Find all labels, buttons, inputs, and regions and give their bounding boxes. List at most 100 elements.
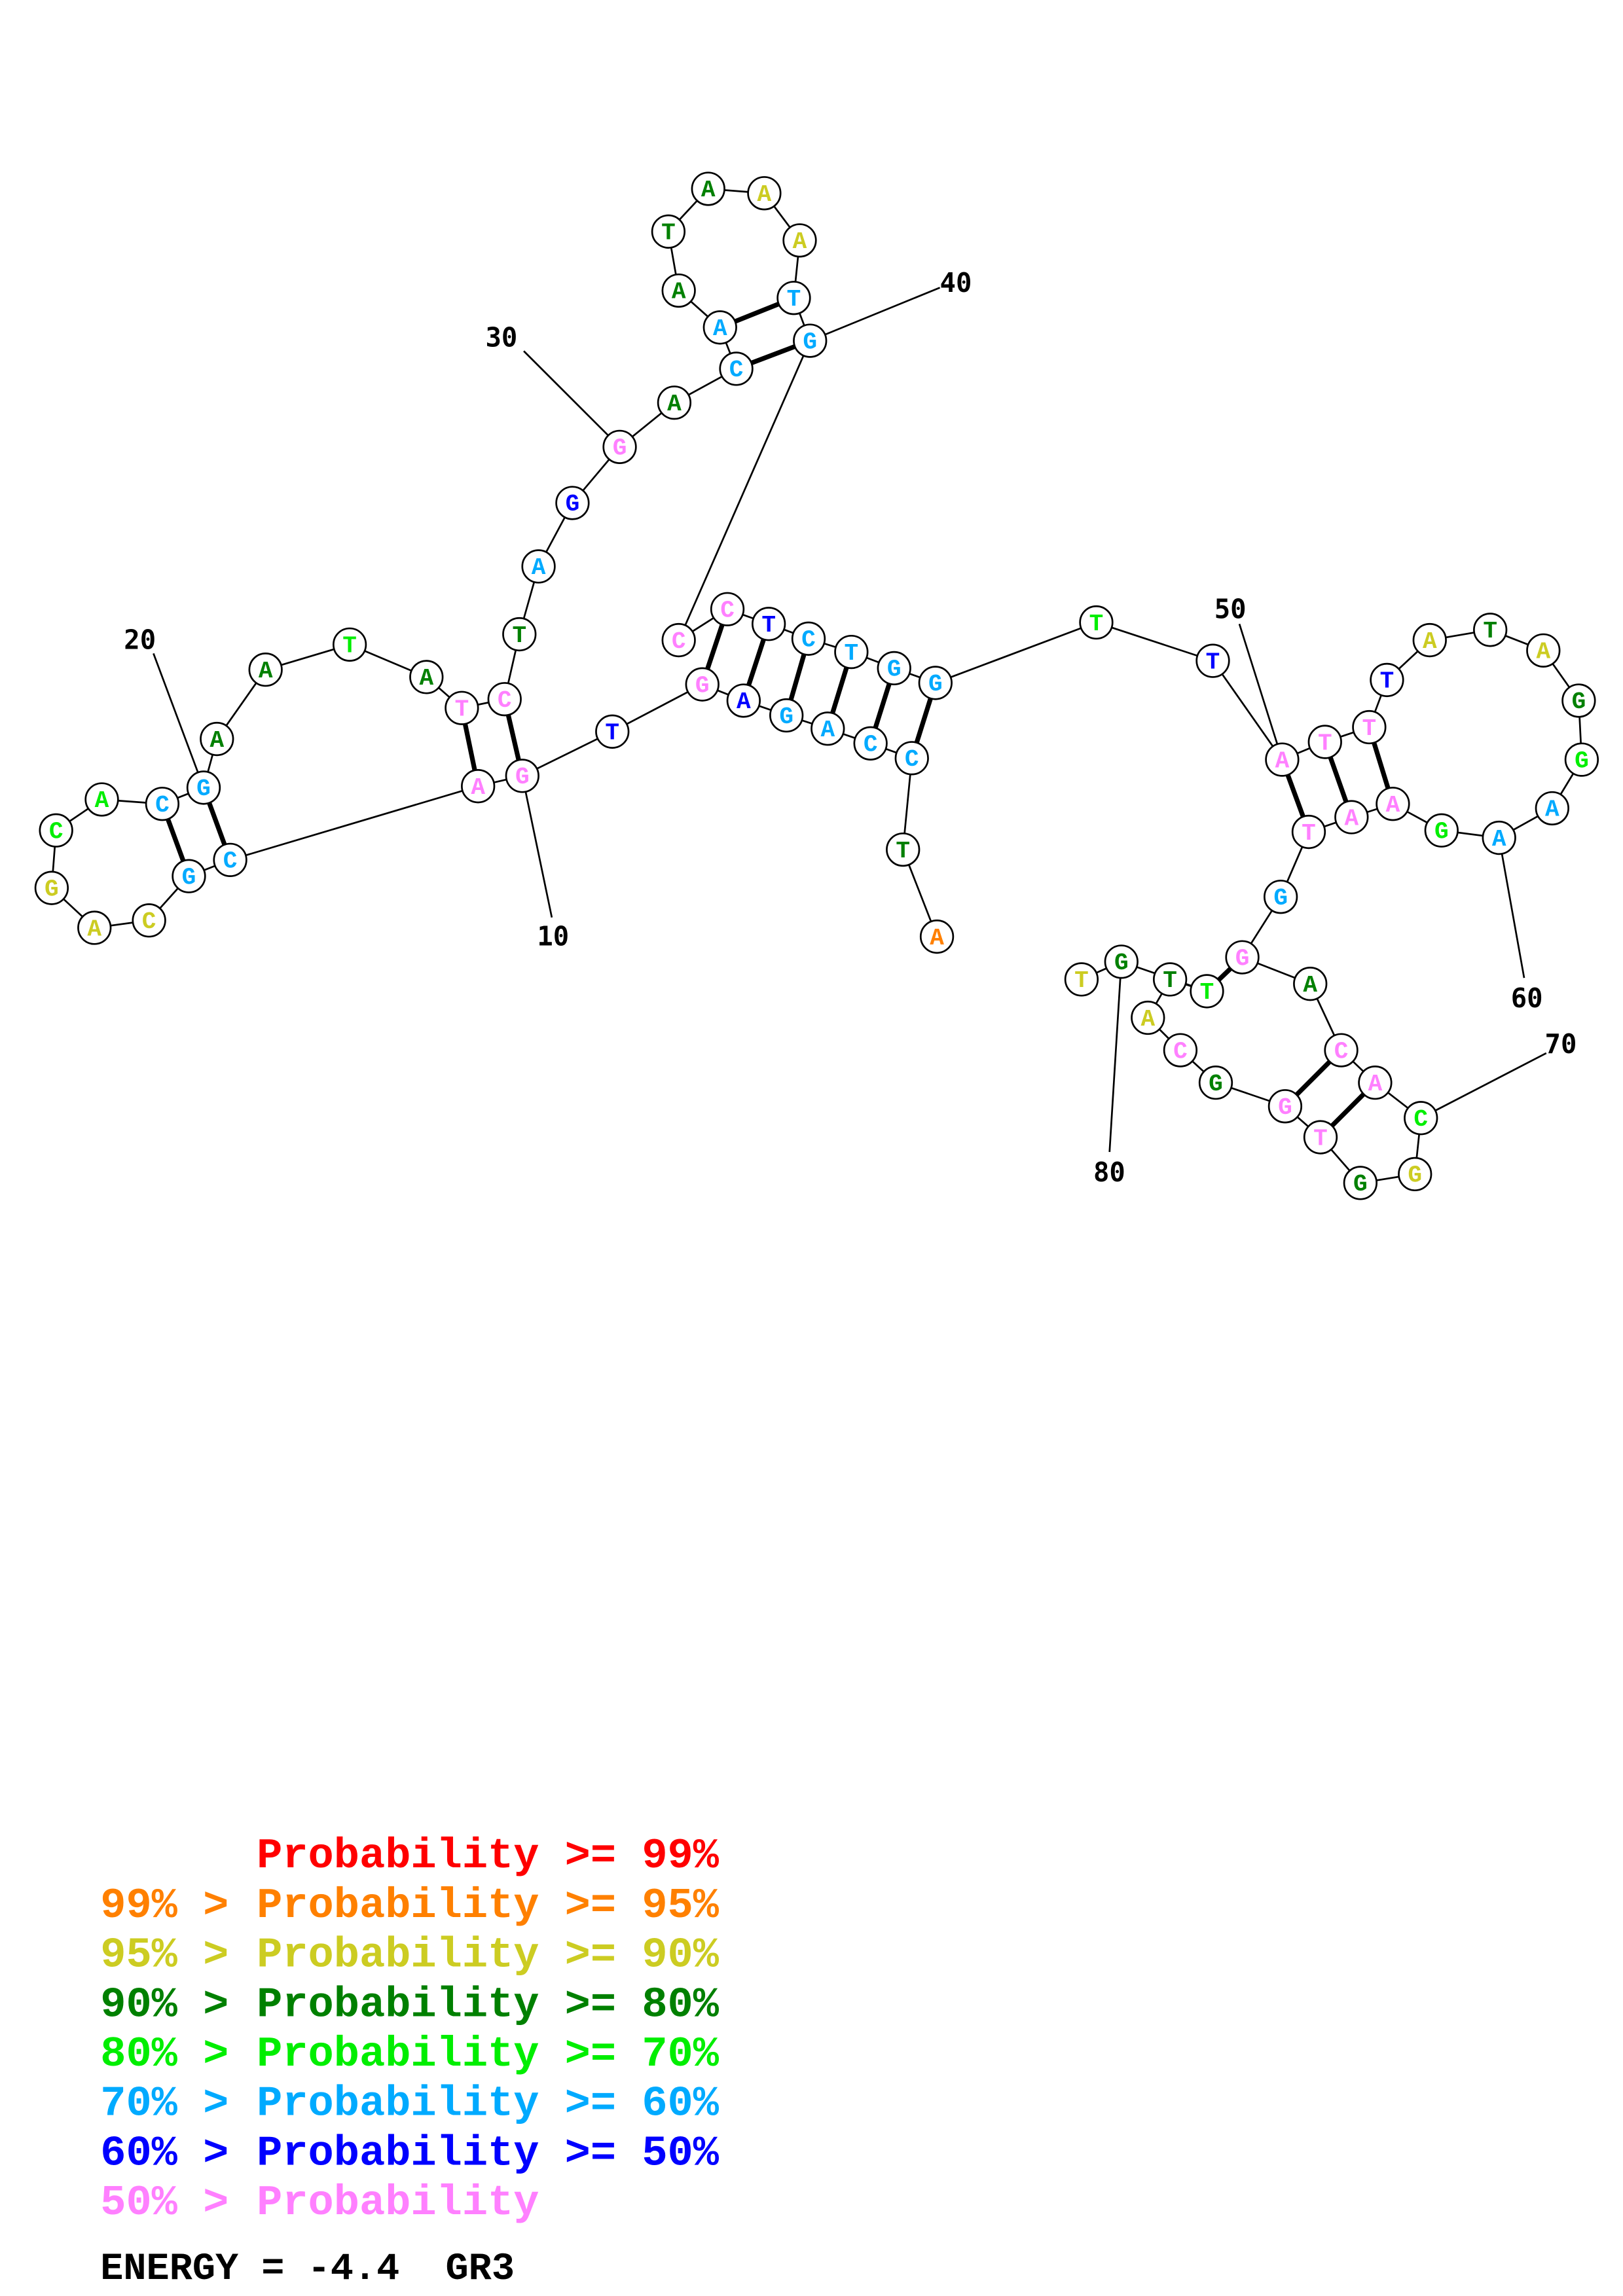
nucleotide-circle <box>602 429 637 464</box>
nucleotide-circle <box>409 660 444 694</box>
legend-label: Probability <box>257 2179 539 2227</box>
nucleotide-circle <box>811 711 845 746</box>
position-label: 20 <box>124 624 156 656</box>
nucleotide: A <box>1482 820 1516 855</box>
nucleotide: A <box>1535 791 1569 826</box>
nucleotide: G <box>1561 683 1596 718</box>
legend-label: Probability >= 95% <box>257 1882 720 1930</box>
nucleotide-circle <box>752 607 786 641</box>
nucleotide-circle <box>1293 967 1328 1001</box>
nucleotide-circle <box>919 919 955 954</box>
nucleotide: A <box>747 176 782 211</box>
nucleotide-base: A <box>1141 1006 1156 1033</box>
nucleotide-base: T <box>1089 611 1104 637</box>
position-label: 40 <box>940 267 972 298</box>
nucleotide: C <box>213 842 247 878</box>
nucleotide-base: T <box>455 696 469 723</box>
nucleotide: T <box>332 627 367 662</box>
nucleotide-base: C <box>672 628 686 655</box>
nucleotide: G <box>685 667 720 702</box>
nucleotide-circle <box>1370 662 1404 698</box>
nucleotide: A <box>84 782 119 817</box>
nucleotide-circle <box>1398 1157 1432 1192</box>
position-label: 80 <box>1093 1157 1125 1188</box>
nucleotide: C <box>39 813 73 848</box>
nucleotide-circle <box>1195 643 1230 678</box>
position-label-line <box>809 287 941 342</box>
nucleotide-base: T <box>1163 967 1177 994</box>
position-label-line <box>1108 961 1123 1153</box>
position-label-line <box>153 653 205 788</box>
nucleotide: G <box>1564 742 1599 777</box>
nucleotide: A <box>1293 967 1328 1001</box>
nucleotide-base: A <box>95 787 109 814</box>
nucleotide-circle <box>1265 742 1300 777</box>
nucleotide: A <box>409 660 444 694</box>
nucleotide-base: C <box>801 627 816 654</box>
nucleotide-circle <box>445 691 479 725</box>
nucleotide: C <box>791 621 826 656</box>
nucleotide: A <box>691 171 725 206</box>
nucleotide: A <box>1412 622 1447 658</box>
nucleotide-circle <box>1303 1120 1338 1155</box>
legend-label: Probability >= 70% <box>257 2030 720 2079</box>
nucleotide-circle <box>487 682 522 717</box>
nucleotide-circle <box>1561 683 1596 718</box>
nucleotide-base: A <box>793 228 807 255</box>
nucleotide: T <box>1307 725 1342 759</box>
probability-legend: Probability >= 99%99% > Probability >= 9… <box>100 1832 719 2227</box>
nucleotide-circle <box>747 176 782 211</box>
legend-label: Probability >= 90% <box>257 1931 720 1980</box>
nucleotide-base: T <box>1380 668 1395 695</box>
nucleotide-base: T <box>1074 967 1089 994</box>
legend-prefix: 60% > <box>100 2129 254 2178</box>
nucleotide-circle <box>782 223 817 258</box>
nucleotide-circle <box>1473 613 1508 647</box>
nucleotide: T <box>1370 662 1404 698</box>
nucleotide: A <box>461 769 496 804</box>
nucleotide: T <box>595 714 630 749</box>
nucleotide-base: T <box>1313 1125 1328 1152</box>
nucleotide-base: G <box>1235 945 1250 972</box>
nucleotide-circle <box>132 903 166 938</box>
nucleotide: C <box>853 726 888 761</box>
nucleotide: A <box>1334 800 1369 834</box>
nucleotide-circle <box>1482 820 1516 855</box>
nucleotide: T <box>1190 974 1224 1009</box>
nucleotide-circle <box>685 667 720 702</box>
nucleotide-circle <box>555 486 590 520</box>
nucleotide-circle <box>172 859 206 893</box>
nucleotide-base: A <box>701 177 716 204</box>
nucleotide-base: G <box>1273 885 1288 912</box>
nucleotide-base: T <box>761 612 776 639</box>
nucleotide-base: A <box>737 689 751 715</box>
nucleotide-circle <box>521 549 556 584</box>
position-label-line <box>521 776 553 918</box>
nucleotide-circle <box>793 323 828 358</box>
nucleotide: G <box>1398 1157 1432 1192</box>
nucleotide: A <box>657 386 692 420</box>
nucleotide-circle <box>77 910 112 945</box>
nucleotide-circle <box>776 281 811 315</box>
legend-prefix: 70% > <box>100 2080 254 2128</box>
nucleotide: G <box>1104 944 1139 979</box>
nucleotide-base: T <box>605 720 619 747</box>
position-label: 30 <box>485 322 517 353</box>
nucleotide-base: T <box>1302 820 1316 847</box>
backbone-link <box>1212 660 1283 761</box>
position-label: 10 <box>537 921 569 952</box>
nucleotide-circle <box>894 741 929 776</box>
nucleotide: A <box>661 273 696 308</box>
position-label-line <box>1238 623 1283 761</box>
nucleotide-base: A <box>1275 747 1290 774</box>
nucleotide: T <box>1291 814 1326 850</box>
nucleotide-circle <box>1324 1033 1359 1067</box>
nucleotide-base: G <box>803 329 817 355</box>
nucleotide-circle <box>1334 800 1369 834</box>
nucleotide: T <box>776 281 811 315</box>
legend-prefix: 95% > <box>100 1931 254 1980</box>
nucleotide-base: A <box>532 554 546 581</box>
backbone-link <box>1096 621 1213 662</box>
nucleotide-base: C <box>905 746 919 773</box>
